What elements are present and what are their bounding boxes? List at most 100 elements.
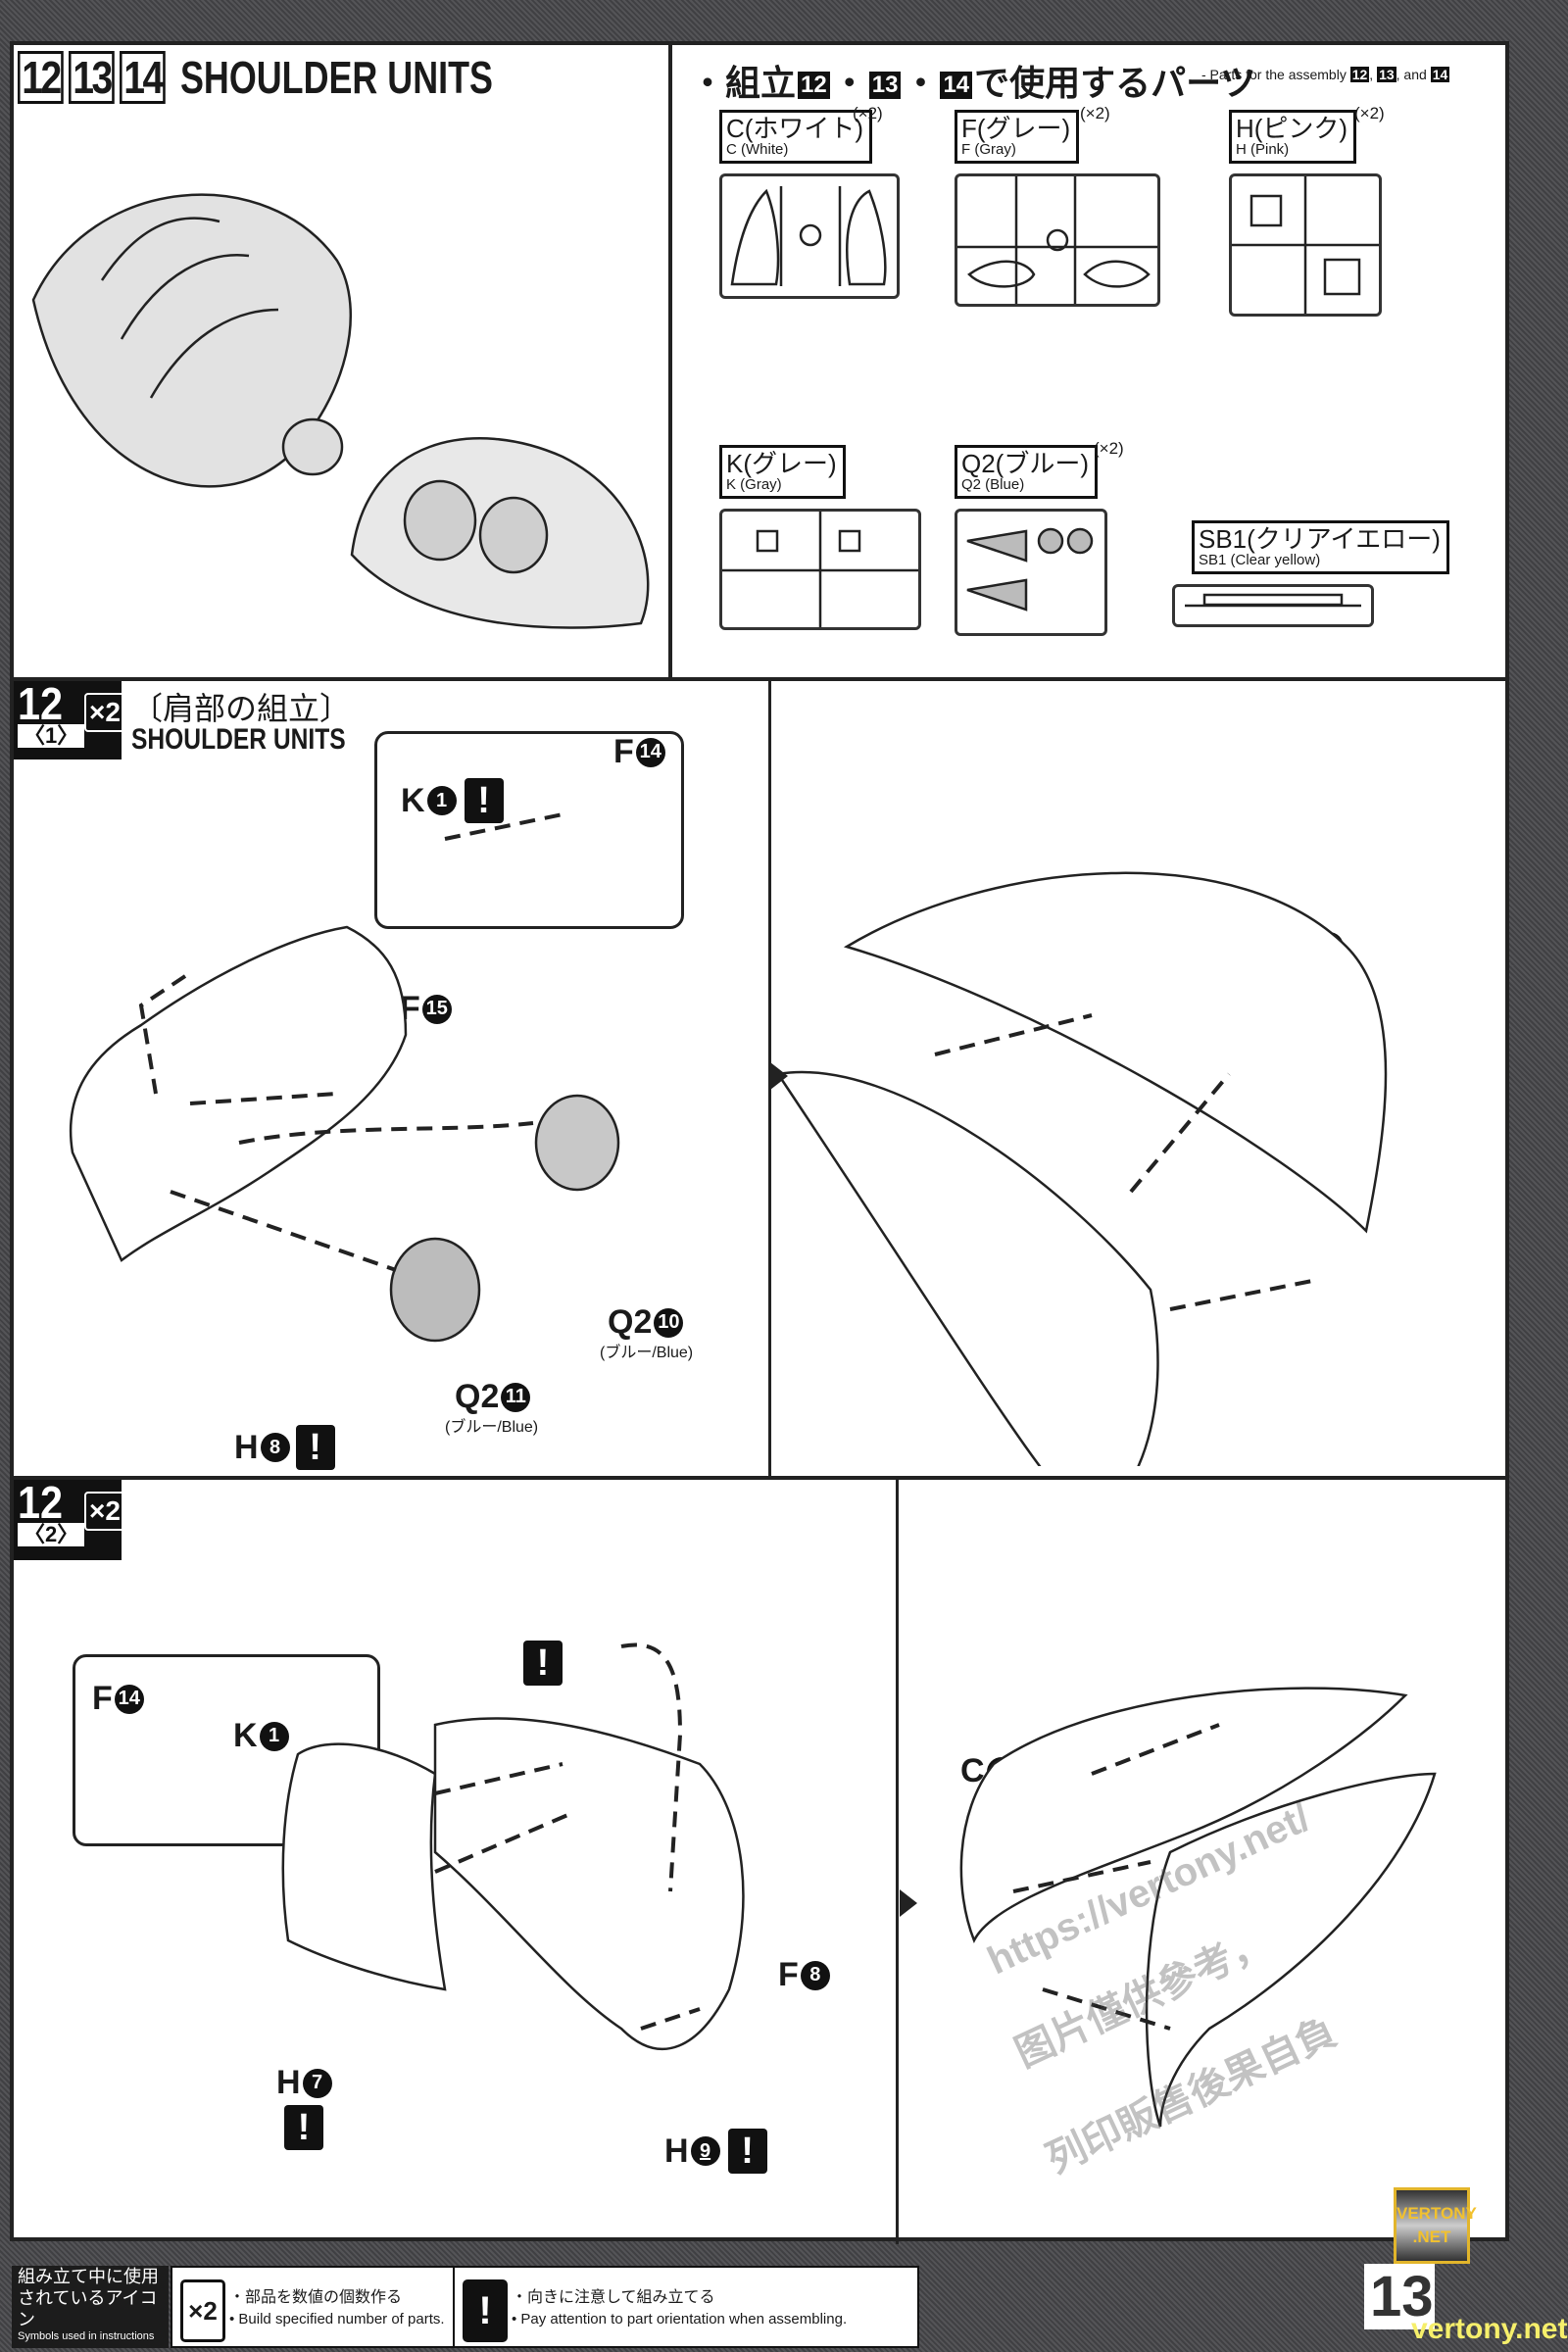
part-number-badge: 11 [501, 1382, 531, 1412]
part-number-badge: 15 [421, 994, 452, 1024]
page-title: SHOULDER UNITS [180, 52, 493, 103]
divider-middle [14, 1476, 1505, 1480]
runner-f-diagram [955, 173, 1160, 307]
callout-f14: F 14 [92, 1680, 144, 1718]
runner-f: F(グレー) F (Gray) (×2) [955, 104, 1160, 307]
callout-q2-11: Q2 11 [455, 1378, 531, 1416]
callout-q2-10: Q2 10 [608, 1303, 684, 1342]
runner-h-diagram [1229, 173, 1382, 317]
q2-10-disc [534, 1094, 620, 1192]
inset-box-k1-f14 [374, 731, 684, 929]
runner-sprue-icon [966, 527, 1094, 612]
step-number: 12 [18, 678, 64, 729]
runner-label: F(グレー) F (Gray) [955, 110, 1080, 164]
callout-k1: K 1 ! [401, 778, 504, 823]
runner-label: SB1(クリアイエロー) SB1 (Clear yellow) [1192, 520, 1449, 574]
runner-quantity: (×2) [1354, 104, 1385, 122]
parts-subheading: - Parts for the assembly 12, 13, and 14 [1201, 67, 1450, 82]
part-number-badge: 1 [259, 1721, 289, 1751]
h7-armor-plate [281, 1742, 447, 1991]
color-note: (ブルー/Blue) [445, 1419, 539, 1436]
legend-warning: ! ・向きに注意して組み立てる • Pay attention to part … [453, 2266, 919, 2348]
q2-11-disc [389, 1237, 481, 1343]
color-note: (ブルー/Blue) [600, 1345, 694, 1361]
f8-shoulder-frame [433, 1717, 745, 2050]
step-number: 13 [69, 51, 116, 104]
runner-k-diagram [719, 509, 921, 630]
runner-q2: Q2(ブルー) Q2 (Blue) (×2) [955, 439, 1124, 636]
callout-k1: K 1 [233, 1717, 289, 1755]
step2-assembly-illustration [281, 1642, 1437, 2128]
step-number-group: 12 13 14 [18, 51, 172, 104]
callout-h7: H 7 [276, 2064, 332, 2102]
part-number-badge: 7 [302, 2068, 332, 2098]
multiplier-icon: ×2 [84, 693, 125, 732]
warning-icon: ! [523, 1641, 563, 1686]
f15-shoulder-frame [69, 925, 408, 1262]
watermark-site: vertony.net [1411, 2313, 1568, 2345]
part-number-badge: 14 [114, 1684, 144, 1714]
part-number-badge: 8 [800, 1960, 830, 1990]
callout-f14: F 14 [613, 733, 665, 771]
runner-sprue-icon [722, 512, 918, 627]
callout-warn-top: ! [523, 1641, 563, 1686]
callout-h9: H 9 ! [664, 2129, 767, 2174]
runner-h: H(ピンク) H (Pink) (×2) [1229, 104, 1385, 317]
warning-icon: ! [295, 1425, 335, 1470]
overview-panel: 12 13 14 SHOULDER UNITS [14, 45, 668, 677]
runner-quantity: (×2) [1080, 104, 1110, 122]
f-frame-outer [1145, 1772, 1437, 2128]
runner-c-diagram [719, 173, 900, 299]
runner-quantity: (×2) [1094, 439, 1124, 458]
runner-sprue-icon [1232, 176, 1379, 314]
step-arrow-icon [900, 1889, 917, 1917]
step1-assembly-illustration [69, 812, 1388, 1466]
runner-sprue-icon [1185, 593, 1361, 608]
runner-quantity: (×2) [853, 104, 883, 122]
callout-h8: H 8 ! [234, 1425, 335, 1470]
runner-label: C(ホワイト) C (White) [719, 110, 873, 164]
c6-shell [843, 871, 1388, 1234]
divider-top [14, 677, 1505, 681]
runner-c: C(ホワイト) C (White) (×2) [719, 104, 900, 299]
step-substep: 〈2〉 [18, 1523, 85, 1546]
runner-label: Q2(ブルー) Q2 (Blue) [955, 445, 1099, 499]
divider-step2-vertical [896, 1480, 899, 2244]
step-tag-12-2: 12 〈2〉 ×2 [14, 1477, 125, 1560]
shoulder-units-illustration [31, 193, 650, 629]
multiplier-icon: ×2 [180, 2279, 225, 2342]
part-number-badge: 10 [654, 1307, 684, 1338]
multiplier-icon: ×2 [84, 1492, 125, 1531]
runner-k: K(グレー) K (Gray) [719, 445, 921, 630]
legend-multiplier: ×2 ・部品を数値の個数作る • Build specified number … [171, 2266, 455, 2348]
runner-sprue-icon [730, 186, 887, 286]
step-arrow-icon [770, 1062, 788, 1090]
part-number-badge: 1 [426, 786, 457, 815]
step-number: 12 [18, 1477, 64, 1528]
runner-sb1: SB1(クリアイエロー) SB1 (Clear yellow) [1172, 520, 1449, 627]
page-number: 13 [1364, 2264, 1435, 2329]
part-number-badge: 14 [635, 737, 665, 767]
icon-legend-title: 組み立て中に使用 されているアイコン Symbols used in instr… [12, 2266, 169, 2348]
runner-sprue-icon [957, 176, 1157, 304]
step-title-en: SHOULDER UNITS [131, 723, 346, 756]
f-frame-outer [775, 1070, 1159, 1466]
part-number-badge: 8 [260, 1433, 290, 1462]
watermark-badge: VERTONY .NET [1394, 2187, 1477, 2264]
warning-icon: ! [464, 778, 504, 823]
step-number: 14 [120, 51, 167, 104]
runner-label: H(ピンク) H (Pink) [1229, 110, 1357, 164]
warning-icon: ! [463, 2279, 508, 2342]
part-number-badge: 9 [690, 2136, 720, 2166]
shoulder-shell-left [31, 193, 353, 488]
runner-q2-diagram [955, 509, 1107, 636]
step-number: 12 [18, 51, 64, 104]
shoulder-joint [281, 417, 344, 476]
callout-h7-warning: ! [284, 2105, 323, 2150]
warning-icon: ! [727, 2129, 767, 2174]
warning-icon: ! [284, 2105, 323, 2150]
runner-sb1-diagram [1172, 584, 1374, 627]
